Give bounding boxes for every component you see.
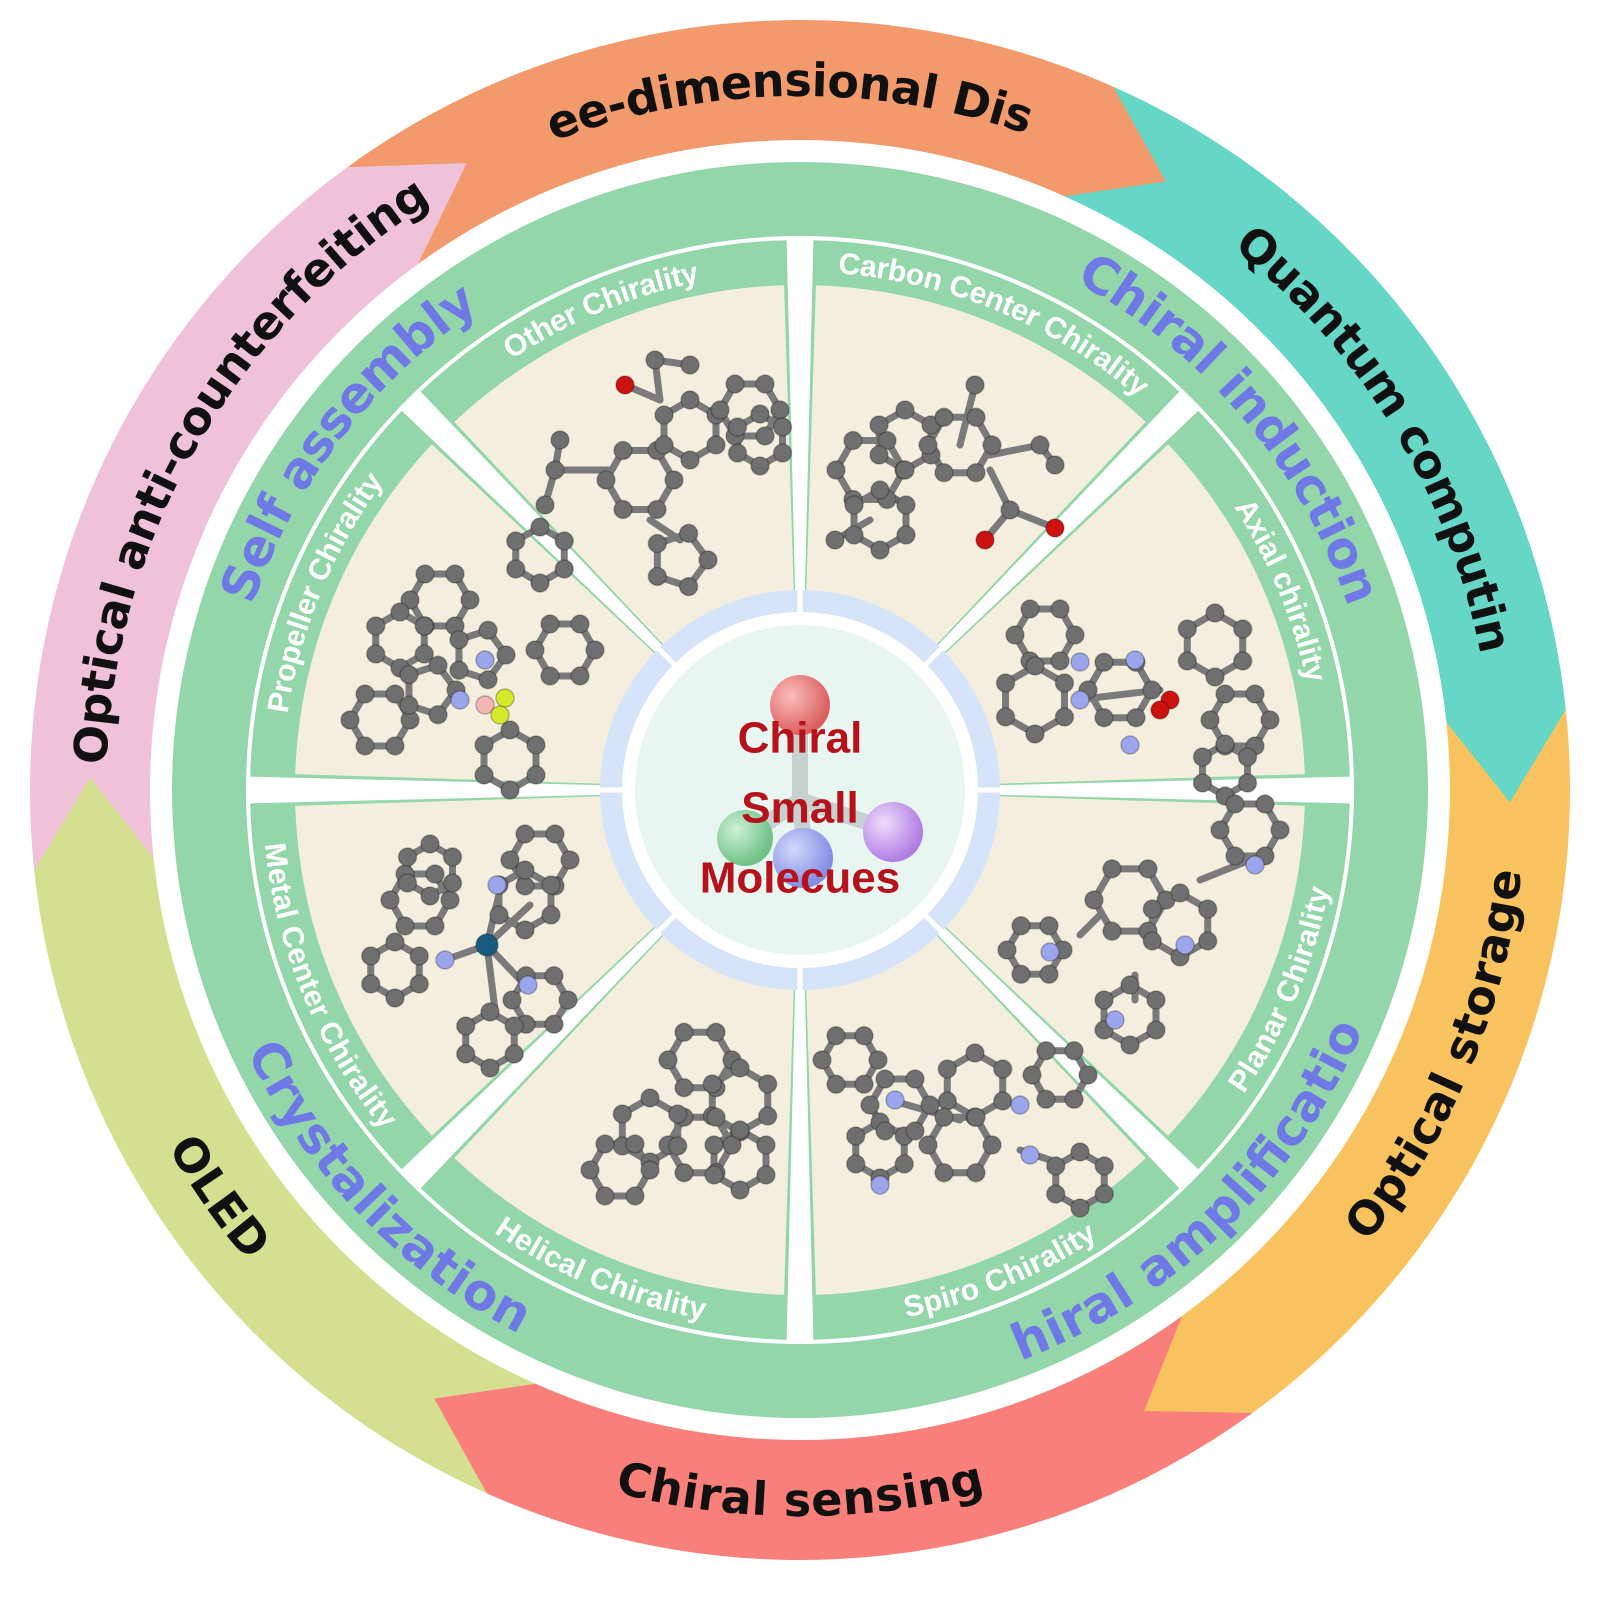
molecule-propeller	[340, 517, 605, 800]
center-title-line-0: Chiral	[738, 714, 863, 763]
center-atom-top	[770, 675, 830, 735]
sector-divider-5	[406, 907, 683, 1184]
center-title-line-1: Small	[741, 784, 858, 833]
sector-divider-7	[406, 396, 683, 673]
application-segment-3	[423, 1315, 1253, 1560]
molecule-illustrations	[340, 350, 1290, 1218]
molecule-axial	[995, 599, 1280, 806]
application-segment-5	[29, 163, 467, 871]
application-segment-0	[347, 20, 1177, 265]
chirality-sectors	[246, 236, 1354, 1344]
center-atom-left	[717, 810, 773, 866]
sector-area-1	[922, 444, 1305, 785]
application-segment-2	[1133, 709, 1571, 1417]
molecule-planar	[997, 794, 1290, 1055]
center-atom-front	[773, 828, 833, 888]
center-tetrahedral-molecule	[717, 675, 923, 888]
center-title-line-2: Molecues	[700, 854, 901, 903]
molecule-other	[535, 350, 793, 597]
sector-area-2	[922, 795, 1305, 1136]
sector-area-7	[454, 285, 795, 668]
molecule-metal-center	[361, 824, 580, 1078]
sector-area-4	[454, 912, 795, 1295]
application-segment-4	[34, 765, 536, 1494]
molecule-carbon-center	[825, 375, 1065, 560]
sector-divider-3	[917, 907, 1194, 1184]
application-segment-1	[1064, 86, 1566, 815]
molecule-spiro	[812, 1026, 1114, 1218]
molecule-helical	[580, 1022, 778, 1206]
center-atom-right	[863, 802, 923, 862]
